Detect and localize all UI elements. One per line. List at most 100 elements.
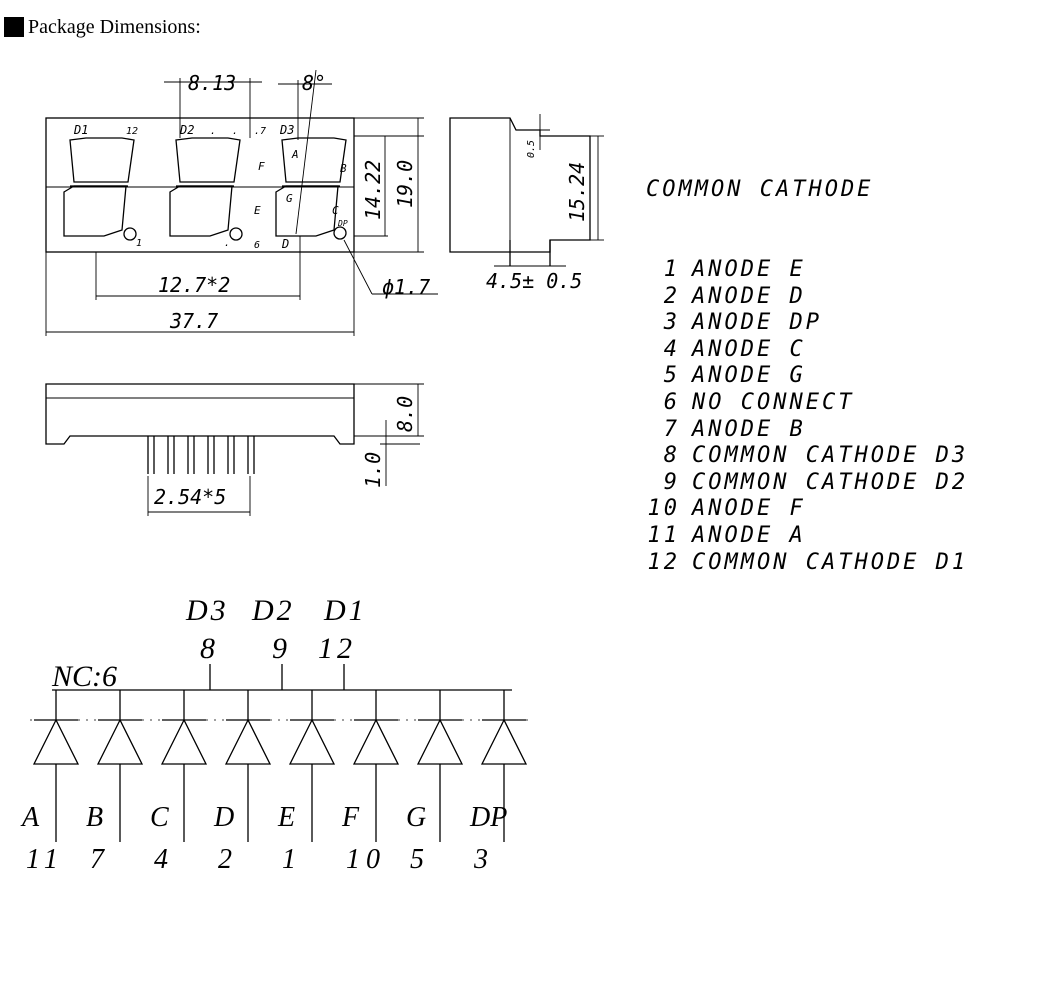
pin-function: ANODE G (692, 363, 806, 389)
diode-a: A 11 (20, 690, 80, 875)
pin-function: ANODE B (692, 416, 806, 442)
diode-d: D2 (213, 690, 272, 875)
pin-function: ANODE E (692, 256, 806, 282)
anode-pin-label: 2 (218, 844, 238, 875)
section-title: Package Dimensions: (28, 15, 201, 38)
dim-dot-dia: ϕ1.7 (382, 275, 430, 299)
bullet-square-icon (4, 17, 24, 37)
anode-pin-label: 11 (26, 844, 64, 875)
segment-label: G (406, 802, 426, 833)
segment-label: DP (469, 802, 507, 833)
bottom-view-pins (147, 436, 255, 474)
pin-number: 2 (663, 283, 680, 309)
pin-number: 5 (663, 363, 680, 389)
pin-number: 7 (663, 416, 680, 442)
digit-label-d3: D3 (279, 123, 294, 137)
segment-label-c: C (332, 204, 339, 217)
diode-f: F 10 (341, 690, 400, 875)
pin-label-1: 1 (136, 238, 142, 249)
segment-label-dp: DP (337, 219, 348, 228)
dim-pitch: 12.7*2 (158, 273, 230, 297)
dim-slant: 8° (302, 71, 326, 95)
segment-label-d-bottom: D (281, 237, 289, 251)
cathode-pin-12: 12 (318, 632, 356, 665)
anode-pin-label: 5 (410, 844, 430, 875)
pin-label-7: .7 (254, 126, 266, 137)
segment-label: C (150, 802, 169, 833)
pin-number: 12 (647, 549, 680, 575)
digit-label-d2: D2 (179, 123, 194, 137)
segment-label: F (341, 802, 360, 833)
pin-function: COMMON CATHODE D3 (692, 443, 969, 469)
pin-label-12: 12 (126, 126, 138, 137)
pin-row: 3 ANODE DP (636, 310, 968, 337)
pin-number: 11 (647, 522, 680, 548)
pin-row: 12 COMMON CATHODE D1 (636, 550, 968, 577)
dim-side-top: 0.5 (526, 140, 537, 158)
segment-label: A (20, 802, 40, 833)
section-header: Package Dimensions: (4, 14, 201, 40)
pin-number: 1 (663, 256, 680, 282)
pin-function: COMMON CATHODE D1 (692, 549, 969, 575)
dim-thickness: 8.0 (393, 396, 417, 432)
anode-pin-label: 3 (473, 844, 494, 875)
digit-2-outline (169, 137, 241, 237)
pin-label-dot-a: . (210, 126, 216, 137)
digit-label-d1: D1 (73, 123, 88, 137)
segment-label-f: F (258, 160, 265, 173)
anode-pin-label: 7 (90, 844, 110, 875)
diode-g: G5 (406, 690, 464, 875)
pin-function: ANODE A (692, 522, 806, 548)
segment-label-b: B (340, 162, 347, 175)
pin-label-dot-b: . (232, 126, 238, 137)
pin-function: COMMON CATHODE D2 (692, 469, 969, 495)
bottom-view-body (45, 383, 355, 445)
anode-pin-label: 10 (346, 844, 386, 875)
dim-segment-height: 14.22 (361, 160, 385, 220)
cathode-pin-8: 8 (200, 632, 215, 665)
pin-label-dot-c: . (224, 238, 230, 249)
cathode-pin-9: 9 (272, 632, 287, 665)
pin-table-title: COMMON CATHODE (646, 177, 874, 203)
anode-pin-label: 4 (154, 844, 174, 875)
pin-row: 5 ANODE G (636, 363, 968, 390)
dp-circle-3 (333, 226, 347, 240)
dp-circle-1 (123, 227, 137, 241)
segment-label: E (277, 802, 295, 833)
segment-label-a: A (291, 148, 299, 161)
pin-row: 2 ANODE D (636, 284, 968, 311)
pin-number: 9 (663, 469, 680, 495)
pin-function: NO CONNECT (692, 389, 855, 415)
dim-total-width: 37.7 (169, 309, 218, 333)
pin-row: 8 COMMON CATHODE D3 (636, 443, 968, 470)
dim-side-depth: 15.24 (565, 162, 589, 222)
diode-dp: DP 3 (469, 690, 528, 875)
pin-number: 3 (663, 310, 680, 336)
nc-label: NC:6 (51, 660, 117, 693)
segment-label-e: E (254, 204, 261, 217)
diode-e: E1 (277, 690, 336, 875)
pin-function: ANODE DP (692, 310, 822, 336)
pin-function: ANODE D (692, 283, 806, 309)
pin-row: 1 ANODE E (636, 257, 968, 284)
dim-pin-length: 1.0 (361, 452, 385, 488)
pin-number: 10 (647, 496, 680, 522)
pin-row: 9 COMMON CATHODE D2 (636, 470, 968, 497)
digit-1-outline (63, 137, 135, 237)
dim-side-bottom: 4.5± 0.5 (486, 269, 582, 293)
pin-number: 8 (663, 443, 680, 469)
pin-row: 11 ANODE A (636, 523, 968, 550)
pin-number: 6 (663, 389, 680, 415)
cathode-digit-d2: D2 (251, 594, 295, 627)
pin-label-6: 6 (254, 240, 260, 251)
dim-height: 19.0 (393, 160, 417, 208)
pin-number: 4 (663, 336, 680, 362)
pin-row: 6 NO CONNECT (636, 390, 968, 417)
diode-b: B7 (86, 690, 144, 875)
dp-circle-2 (229, 227, 243, 241)
front-view-body (45, 117, 355, 253)
